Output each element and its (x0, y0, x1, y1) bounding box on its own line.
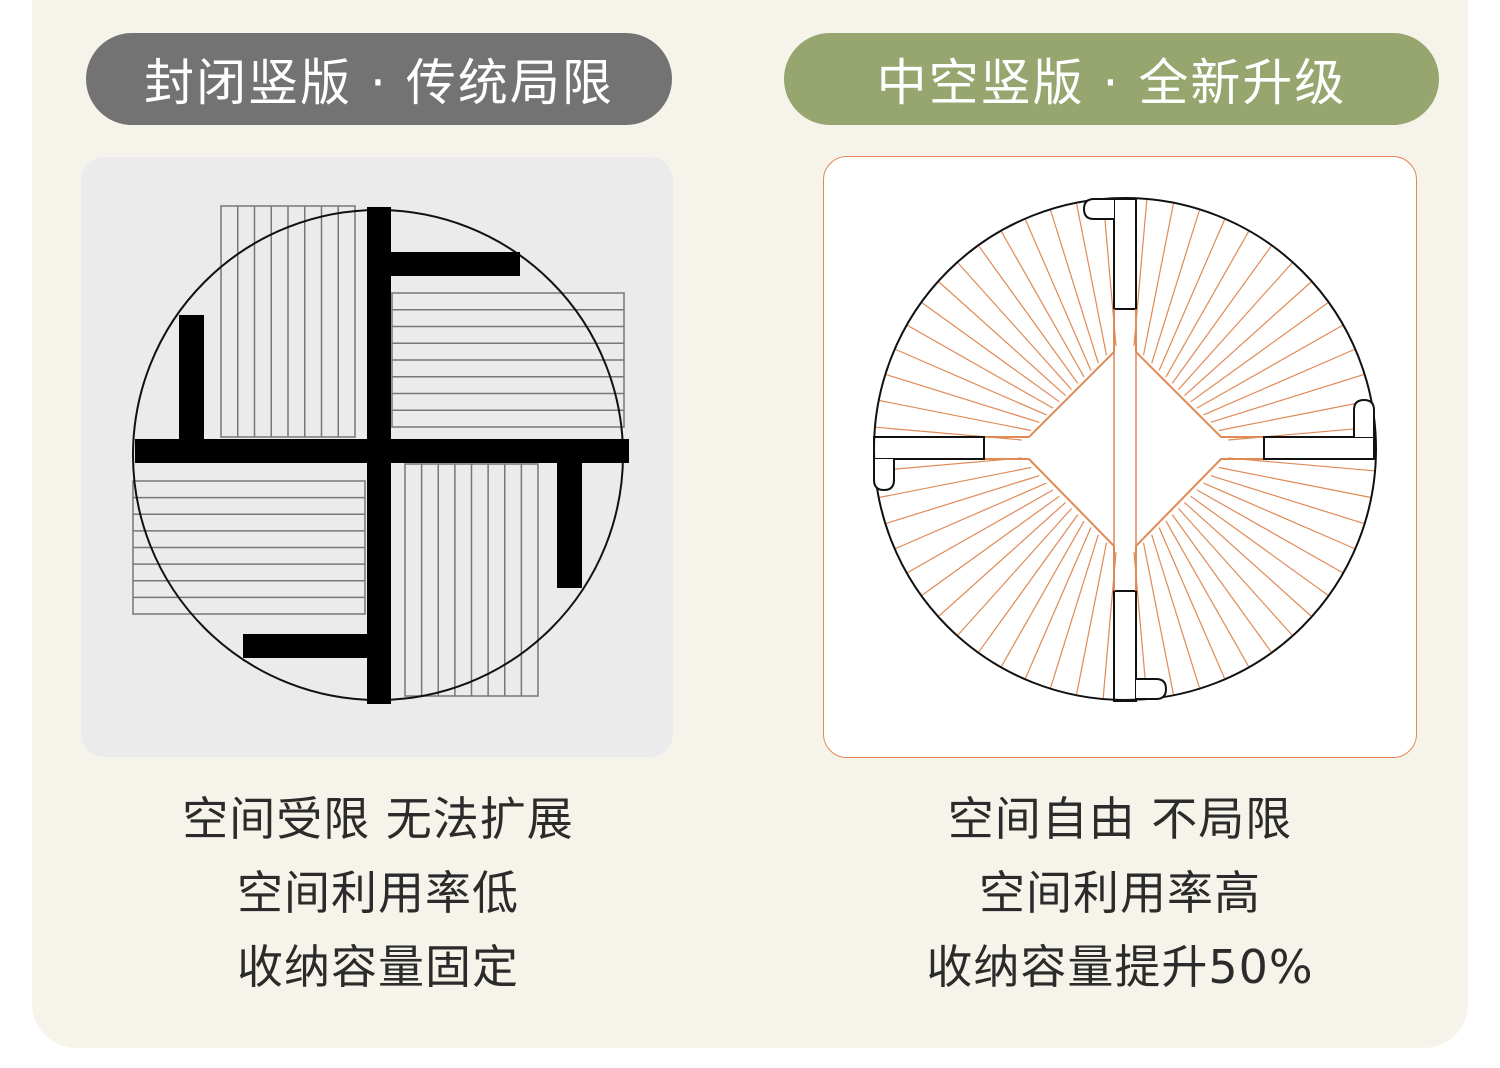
circle-outline (873, 197, 1377, 701)
caption-line: 收纳容量提升50% (926, 940, 1314, 994)
closed-version-caption: 空间受限 无法扩展 空间利用率低 收纳容量固定 (68, 782, 688, 1004)
caption-line: 空间利用率低 (237, 866, 519, 920)
radial-slats (875, 199, 1375, 699)
hollow-version-caption: 空间自由 不局限 空间利用率高 收纳容量提升50% (810, 782, 1430, 1004)
closed-version-card (80, 156, 674, 758)
hollow-layout-diagram (873, 197, 1377, 702)
caption-line: 收纳容量固定 (237, 940, 519, 994)
hollow-version-title: 中空竖版 · 全新升级 (784, 33, 1439, 125)
closed-layout-diagram (132, 205, 629, 704)
divider-boards (873, 198, 1375, 702)
board-gaps (1113, 309, 1137, 591)
solid-dividers (135, 207, 629, 704)
hinge-clips (873, 198, 1375, 700)
closed-version-title: 封闭竖版 · 传统局限 (86, 33, 672, 125)
caption-line: 空间自由 不局限 (947, 792, 1293, 846)
caption-line: 空间受限 无法扩展 (182, 792, 574, 846)
caption-line: 空间利用率高 (979, 866, 1261, 920)
slat-panels (132, 205, 625, 697)
hollow-version-card (823, 156, 1417, 758)
